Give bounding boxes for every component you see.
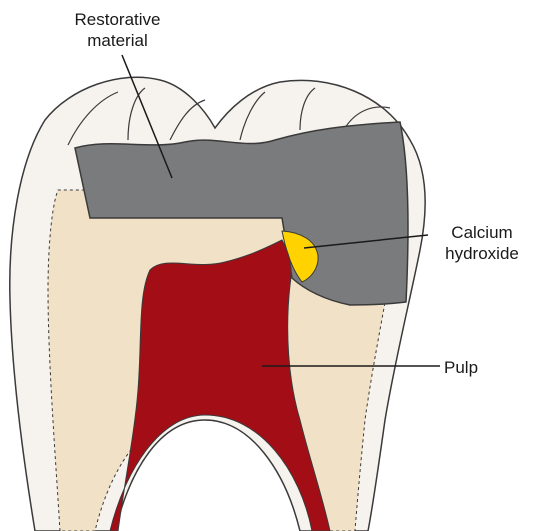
label-calcium-line2: hydroxide	[432, 243, 532, 264]
label-restorative-line1: Restorative	[50, 9, 185, 30]
label-restorative-line2: material	[50, 30, 185, 51]
label-calcium-line1: Calcium	[432, 222, 532, 243]
label-calcium-hydroxide: Calcium hydroxide	[432, 222, 532, 264]
label-pulp-text: Pulp	[444, 357, 478, 378]
label-restorative-material: Restorative material	[50, 9, 185, 51]
label-pulp: Pulp	[444, 357, 478, 378]
